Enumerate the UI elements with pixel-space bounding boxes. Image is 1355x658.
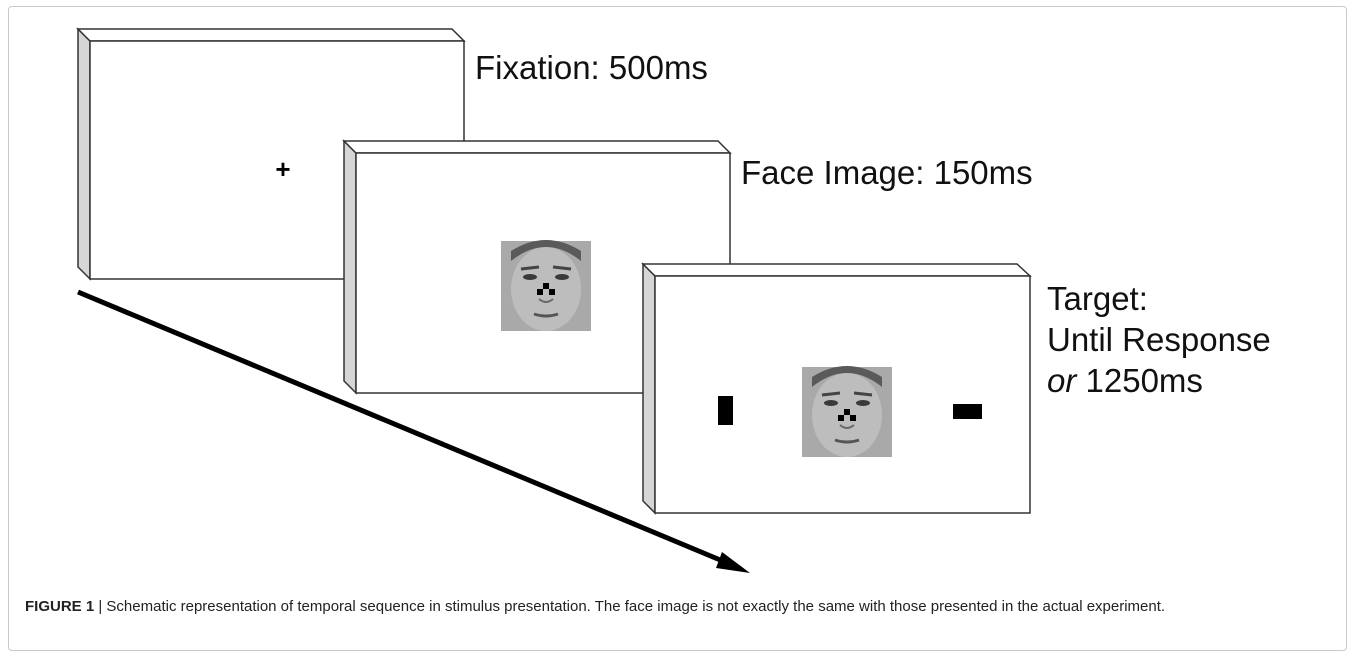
time-arrow-icon [77, 289, 750, 573]
fixation-cross: + [275, 154, 290, 184]
target-label-or: or [1047, 362, 1077, 399]
stimulus-sequence-diagram: + [76, 27, 1032, 573]
figure-number: FIGURE 1 [25, 598, 95, 615]
target-screen [641, 262, 1032, 515]
target-label-line-2: Until Response [1047, 321, 1271, 358]
face-image-duration-label: Face Image: 150ms [741, 154, 1033, 191]
horizontal-bar-target-icon [953, 404, 982, 419]
target-label-time: 1250ms [1076, 362, 1203, 399]
target-label-line-3: or 1250ms [1047, 360, 1271, 401]
vertical-bar-target-icon [718, 396, 733, 425]
target-duration-label: Target: Until Response or 1250ms [1047, 278, 1271, 401]
face-photo-icon [800, 364, 894, 459]
caption-separator: | [94, 598, 107, 615]
figure-caption: FIGURE 1 | Schematic representation of t… [25, 596, 1325, 618]
figure-frame [8, 6, 1347, 651]
target-label-line-1: Target: [1047, 280, 1148, 317]
face-photo-icon [499, 238, 593, 333]
caption-text: Schematic representation of temporal seq… [106, 598, 1166, 615]
fixation-duration-label: Fixation: 500ms [475, 49, 708, 86]
